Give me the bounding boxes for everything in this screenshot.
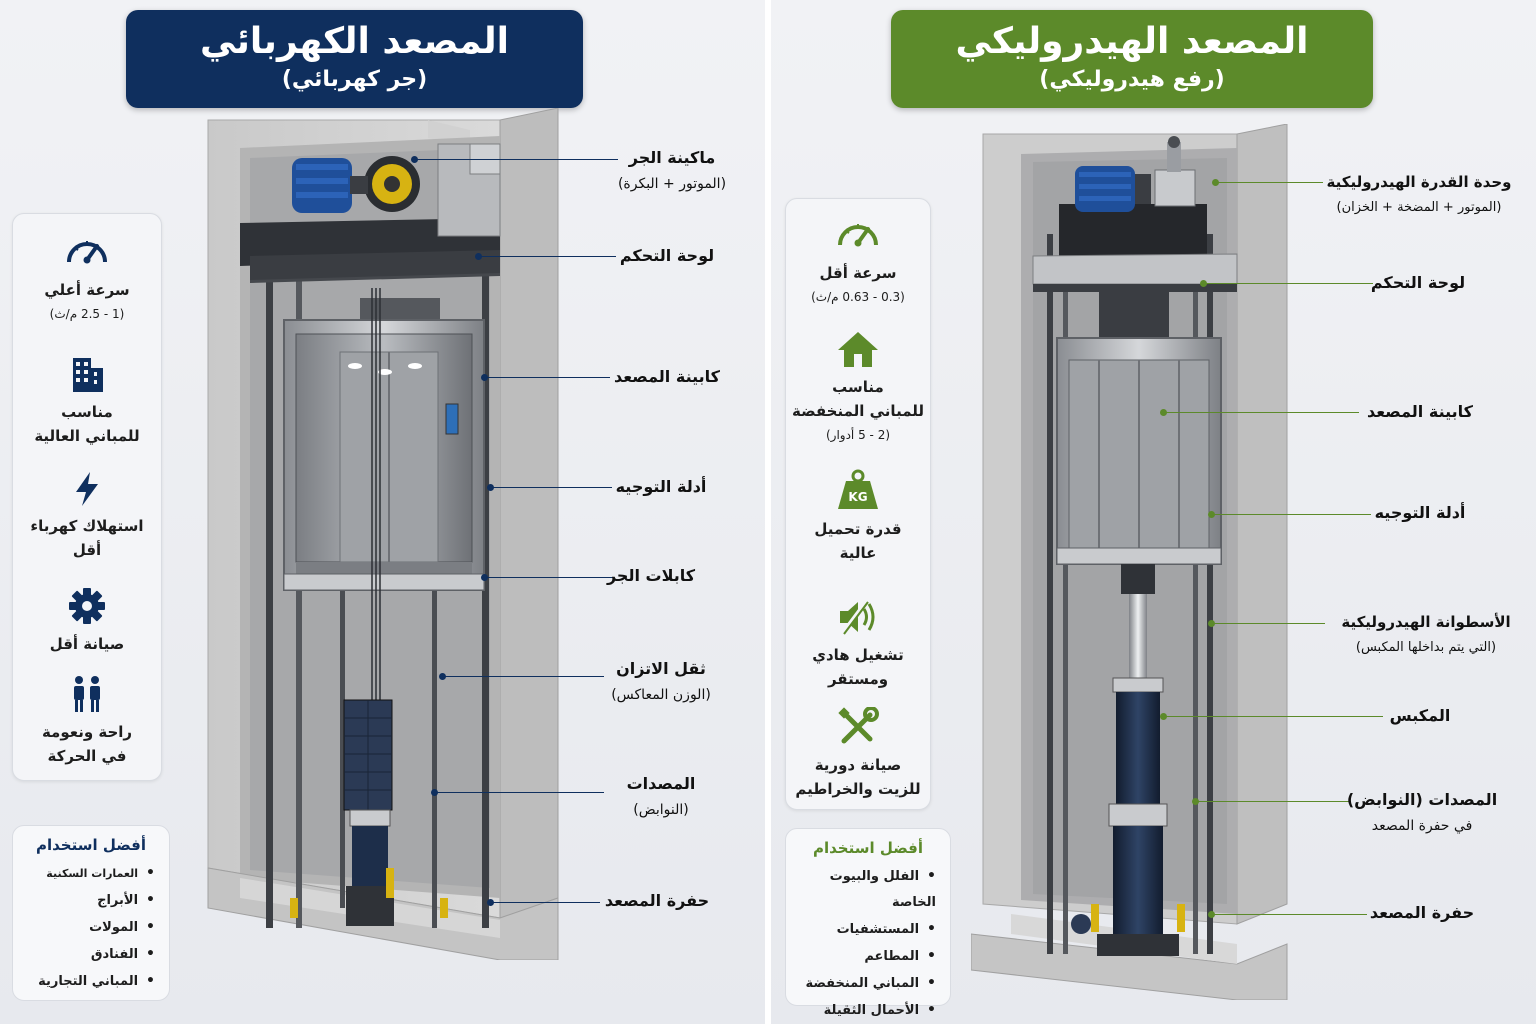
electric-usage-title: أفضل استخدام bbox=[36, 836, 146, 854]
label-control-panel: لوحة التحكم bbox=[1370, 273, 1466, 292]
electric-subtitle: (جر كهربائي) bbox=[281, 67, 428, 92]
leader-line bbox=[481, 574, 614, 581]
people-icon bbox=[74, 676, 100, 712]
label-hydraulic-cylinder: الأسطوانة الهيدروليكية(التي يتم بداخلها … bbox=[1341, 613, 1511, 655]
leader-line bbox=[487, 484, 612, 491]
feature-quiet: تشغيل هادي ومستقر bbox=[786, 597, 930, 691]
feature-low-maintenance: صيانة أقل bbox=[13, 586, 161, 656]
label-cabin: كابينة المصعد bbox=[614, 367, 720, 386]
feature-speed: سرعة أقل (0.3 - 0.63 م/ث) bbox=[786, 215, 930, 309]
leader-line bbox=[1208, 511, 1371, 518]
leader-line bbox=[1200, 280, 1373, 287]
leader-line bbox=[1160, 713, 1383, 720]
hydraulic-subtitle: (رفع هيدروليكي) bbox=[1039, 67, 1225, 92]
panel-divider bbox=[765, 0, 771, 1024]
leader-line bbox=[1212, 179, 1323, 186]
leader-line bbox=[439, 673, 604, 680]
house-icon bbox=[838, 332, 878, 367]
list-item: الأبراج bbox=[27, 887, 155, 914]
feature-speed: سرعة أعلي (1 - 2.5 م/ث) bbox=[13, 232, 161, 326]
leader-line bbox=[431, 789, 604, 796]
electric-features-card: سرعة أعلي (1 - 2.5 م/ث) مناسب للمباني ال… bbox=[12, 213, 162, 781]
label-hoist-ropes: كابلات الجر bbox=[606, 566, 696, 585]
feature-high-buildings: مناسب للمباني العالية bbox=[13, 354, 161, 448]
label-traction-machine: ماكينة الجر(الموتور + البكرة) bbox=[617, 148, 727, 192]
electric-title: المصعد الكهربائي bbox=[199, 21, 510, 62]
list-item: العمارات السكنية bbox=[27, 860, 155, 887]
label-hydraulic-power-unit: وحدة القدرة الهيدروليكية(الموتور + المضخ… bbox=[1326, 173, 1512, 215]
label-buffers: المصدات(النوابض) bbox=[626, 774, 696, 818]
list-item: المولات bbox=[27, 914, 155, 941]
electric-shaft-illustration bbox=[207, 108, 559, 960]
electric-elevator-panel: المصعد الكهربائي (جر كهربائي) سرعة أعلي … bbox=[0, 0, 765, 1024]
label-pit: حفرة المصعد bbox=[604, 891, 710, 910]
label-buffers: المصدات (النوابض)في حفرة المصعد bbox=[1346, 790, 1498, 834]
building-icon bbox=[73, 358, 103, 392]
electric-title-box: المصعد الكهربائي (جر كهربائي) bbox=[126, 10, 583, 108]
label-piston: المكبس bbox=[1389, 706, 1451, 725]
feature-comfort: راحة ونعومة في الحركة bbox=[13, 674, 161, 768]
feature-low-buildings: مناسب للمباني المنخفضة (2 - 5 أدوار) bbox=[786, 329, 930, 447]
speaker-mute-icon bbox=[840, 600, 875, 635]
list-item: المباني المنخفضة bbox=[800, 970, 936, 997]
electric-usage-card: أفضل استخدام العمارات السكنية الأبراج ال… bbox=[12, 825, 170, 1001]
label-pit: حفرة المصعد bbox=[1369, 903, 1475, 922]
list-item: الفلل والبيوت الخاصة bbox=[800, 863, 936, 916]
list-item: المباني التجارية bbox=[27, 968, 155, 995]
label-cabin: كابينة المصعد bbox=[1367, 402, 1473, 421]
feature-high-load: KG قدرة تحميل عالية bbox=[786, 469, 930, 565]
hydraulic-title: المصعد الهيدروليكي bbox=[955, 21, 1309, 62]
label-guide-rails: أدلة التوجيه bbox=[615, 477, 707, 496]
list-item: الفنادق bbox=[27, 941, 155, 968]
list-item: المستشفيات bbox=[800, 916, 936, 943]
weight-icon bbox=[838, 469, 878, 509]
leader-line bbox=[487, 899, 600, 906]
gear-icon bbox=[69, 588, 105, 624]
list-item: المطاعم bbox=[800, 943, 936, 970]
hydraulic-title-box: المصعد الهيدروليكي (رفع هيدروليكي) bbox=[891, 10, 1373, 108]
leader-line bbox=[1208, 911, 1367, 918]
list-item: الأحمال الثقيلة bbox=[800, 997, 936, 1024]
leader-line bbox=[481, 374, 610, 381]
label-counterweight: ثقل الاتزان(الوزن المعاكس) bbox=[611, 659, 711, 703]
tools-icon bbox=[838, 707, 879, 744]
speedometer-icon bbox=[838, 224, 878, 247]
feature-maintenance: صيانة دورية للزيت والخراطيم bbox=[786, 707, 930, 801]
leader-line bbox=[475, 253, 616, 260]
leader-line bbox=[1160, 409, 1359, 416]
lightning-icon bbox=[76, 472, 98, 506]
hydraulic-usage-title: أفضل استخدام bbox=[813, 839, 923, 857]
feature-low-energy: استهلاك كهرباء أقل bbox=[13, 470, 161, 562]
speedometer-icon bbox=[67, 241, 107, 264]
leader-line bbox=[1192, 798, 1351, 805]
hydraulic-elevator-panel: المصعد الهيدروليكي (رفع هيدروليكي) سرعة … bbox=[771, 0, 1536, 1024]
hydraulic-usage-card: أفضل استخدام الفلل والبيوت الخاصة المستش… bbox=[785, 828, 951, 1018]
leader-line bbox=[1208, 620, 1325, 627]
label-guide-rails: أدلة التوجيه bbox=[1374, 503, 1466, 522]
hydraulic-features-card: سرعة أقل (0.3 - 0.63 م/ث) مناسب للمباني … bbox=[785, 198, 931, 810]
kg-badge: KG bbox=[848, 490, 868, 504]
label-control-panel: لوحة التحكم bbox=[619, 246, 715, 265]
hydraulic-shaft-illustration bbox=[971, 124, 1288, 1000]
leader-line bbox=[411, 156, 618, 163]
